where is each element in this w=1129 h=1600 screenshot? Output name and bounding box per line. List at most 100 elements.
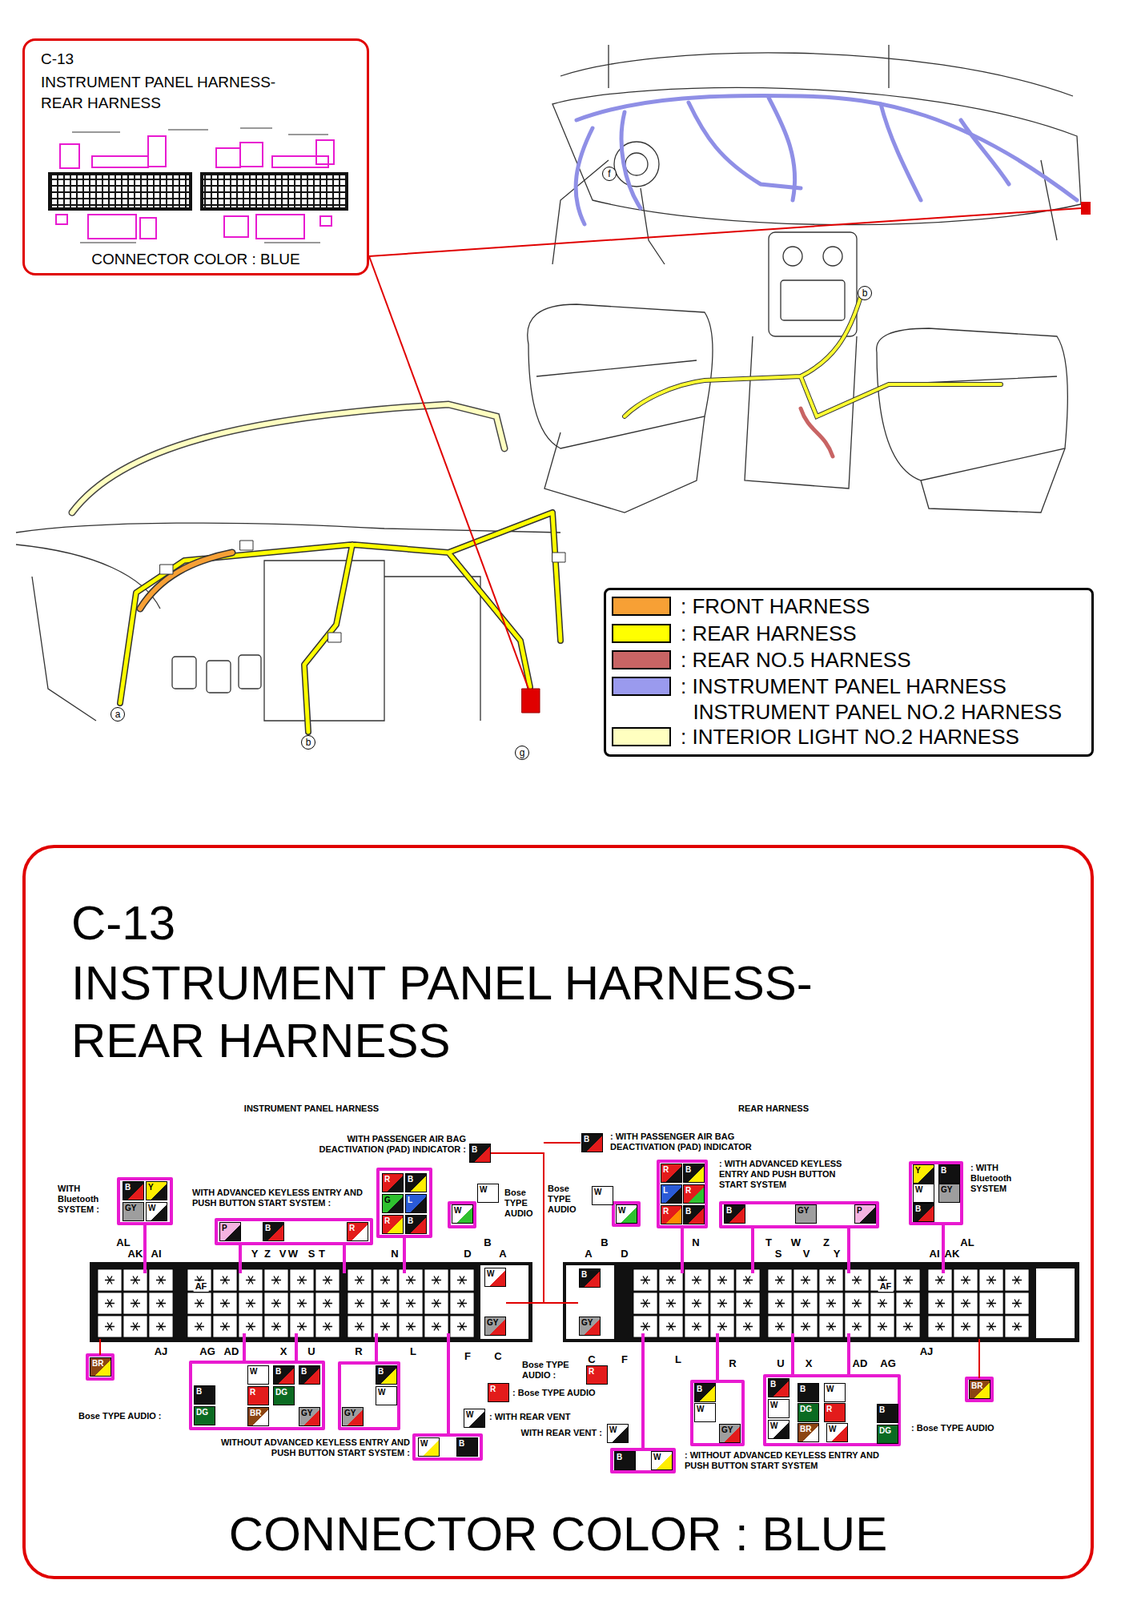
drawing-part [140, 552, 233, 609]
callout-letter: b [857, 285, 872, 301]
wire-color: B [581, 1133, 603, 1153]
drawing-part [206, 660, 231, 693]
wire-color: R [381, 1173, 404, 1193]
drawing-part [118, 1178, 172, 1224]
drawing-part [910, 1162, 962, 1224]
callout-letter: a [110, 707, 125, 722]
drawing-part [413, 1434, 482, 1459]
drawing-part [764, 1375, 900, 1445]
drawing-part [688, 102, 801, 189]
pin-letter: Z [823, 1236, 830, 1249]
drawing-part [186, 1268, 341, 1338]
pin-letter: AI [929, 1247, 941, 1260]
drawing-part [642, 1223, 944, 1450]
connector-code: C-13 [71, 894, 176, 953]
pin-letter: N [691, 1236, 700, 1249]
red-wires [100, 1142, 980, 1379]
drawing-part [100, 1142, 980, 1379]
wire-color: B [938, 1164, 961, 1184]
drawing-part [369, 256, 529, 689]
drawing-part [328, 632, 342, 643]
drawing-part [320, 216, 332, 226]
drawing-part [1036, 1268, 1075, 1338]
drawing-part [32, 576, 97, 721]
group-outlines [87, 1161, 993, 1472]
wire-color: B [614, 1450, 636, 1471]
pin-letter: N [390, 1247, 398, 1260]
drawing-part [148, 136, 166, 167]
pin-letter: X [280, 1345, 288, 1358]
wire-color: W [417, 1437, 440, 1457]
drawing-part [823, 246, 843, 266]
ip-harness [575, 95, 1077, 225]
wire-color: B [876, 1403, 899, 1423]
legend-text: : FRONT HARNESS [680, 593, 1085, 619]
note-text: Bose TYPE AUDIO [504, 1187, 540, 1220]
pin-letter: T [318, 1247, 326, 1260]
drawing-part [140, 552, 233, 609]
wire-color: W [484, 1267, 507, 1287]
drawing-part [608, 44, 889, 89]
pin-letter: A [584, 1247, 592, 1260]
drawing-part [966, 1378, 993, 1401]
wire-color: B [469, 1143, 491, 1163]
connector-color: CONNECTOR COLOR : BLUE [25, 1505, 1091, 1563]
pin-letter: D [463, 1247, 471, 1260]
drawing-part [92, 156, 149, 168]
wire-color: GY [341, 1406, 364, 1427]
wire-color: B [262, 1221, 285, 1242]
pin-letter: B [600, 1236, 608, 1249]
drawing-part [783, 246, 803, 266]
wire-color: W [477, 1183, 499, 1203]
wire-color: B [694, 1382, 716, 1403]
pin-letter: Z [264, 1247, 271, 1260]
drawing-part [120, 512, 561, 732]
drawing-part [369, 208, 1081, 257]
drawing-part [224, 216, 249, 238]
drawing-part [613, 1202, 639, 1226]
pin-letter: B [483, 1236, 491, 1249]
pin-letter: AG [879, 1357, 896, 1370]
wire-color: GY [484, 1316, 507, 1336]
wire-color: R [823, 1402, 846, 1423]
drawing-part [256, 214, 305, 239]
drawing-part [767, 1268, 921, 1338]
drawing-part [624, 296, 1001, 417]
harness-title: INSTRUMENT PANEL HARNESS- REAR HARNESS [40, 72, 298, 113]
wire-color: W [463, 1408, 486, 1428]
pin-letter: AK [944, 1247, 961, 1260]
drawing-part [552, 87, 1081, 225]
interior-light-harness [72, 404, 505, 513]
harness-title: INSTRUMENT PANEL HARNESS- REAR HARNESS [71, 954, 872, 1070]
wire-color: R [247, 1386, 270, 1406]
note-text: : WITH PASSENGER AIR BAG DEACTIVATION (P… [610, 1131, 795, 1153]
wire-color: DG [797, 1402, 820, 1423]
note-text: WITH Bluetooth SYSTEM : [57, 1183, 116, 1216]
legend-text: : REAR HARNESS [680, 620, 1085, 647]
connector-code: C-13 [40, 50, 74, 69]
wire-color: GY [122, 1201, 145, 1222]
drawing-part [72, 404, 505, 513]
wire-color: W [145, 1201, 168, 1222]
wire-color: W [606, 1423, 629, 1443]
drawing-part [72, 128, 329, 243]
drawing-part [800, 408, 833, 457]
legend-swatch [611, 727, 671, 747]
dashboard-illustration [527, 44, 1081, 513]
wire-color: B [456, 1437, 479, 1457]
pin-letter: AD [852, 1357, 868, 1370]
drawing-part [744, 336, 857, 489]
drawing-part [522, 688, 540, 713]
note-text: Bose TYPE AUDIO : [78, 1410, 187, 1422]
wire-color: L [660, 1184, 683, 1204]
pin-letter: X [805, 1357, 813, 1370]
wire-color: B [912, 1202, 935, 1222]
pin-letter: AJ [920, 1345, 934, 1358]
wire-color: R [487, 1382, 510, 1403]
drawing-part [927, 1268, 1030, 1338]
drawing-part [621, 112, 641, 209]
wire-color: W [451, 1204, 474, 1224]
wire-color: R [683, 1184, 705, 1204]
drawing-part [575, 128, 593, 225]
drawing-part [140, 217, 157, 239]
